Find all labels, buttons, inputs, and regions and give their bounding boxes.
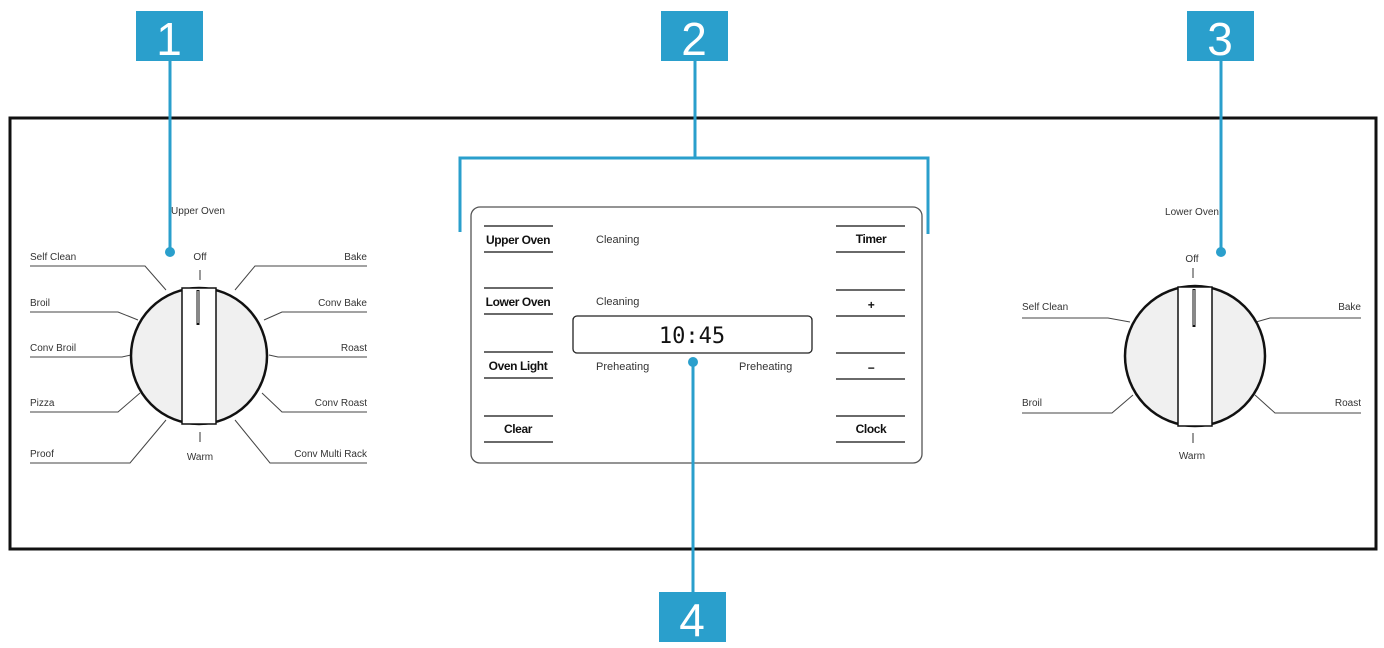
lower-knob-label-broil: Broil (1022, 398, 1042, 409)
upper-knob-label-bake: Bake (344, 252, 367, 263)
lower-knob-label-roast: Roast (1335, 398, 1361, 409)
upper-knob-label-conv-roast: Conv Roast (315, 398, 367, 409)
minus-button-label: − (868, 361, 875, 375)
upper-knob-label-conv-multi-rack: Conv Multi Rack (294, 449, 368, 460)
plus-button[interactable]: + (836, 289, 905, 317)
lower-knob-label-bake: Bake (1338, 302, 1361, 313)
timer-button-label: Timer (856, 232, 887, 246)
lower-oven-knob-group: Lower Oven Off Warm Self Clean Broil Bak… (1022, 207, 1361, 462)
upper-oven-button-label: Upper Oven (486, 233, 550, 247)
plus-button-label: + (868, 298, 875, 312)
upper-knob-off-label: Off (193, 252, 206, 263)
upper-oven-status: Cleaning (596, 234, 639, 246)
callout-badge-3-label: 3 (1207, 13, 1233, 65)
clear-button[interactable]: Clear (484, 415, 553, 443)
callout-badge-4-label: 4 (679, 594, 705, 646)
oven-light-button[interactable]: Oven Light (484, 351, 553, 379)
time-display (572, 315, 813, 354)
oven-light-button-label: Oven Light (489, 359, 548, 373)
clear-button-label: Clear (504, 422, 533, 436)
lower-knob-warm-label: Warm (1179, 451, 1205, 462)
callout-badge-2-label: 2 (681, 13, 707, 65)
clock-button-label: Clock (856, 422, 887, 436)
upper-knob-label-broil: Broil (30, 298, 50, 309)
lower-knob-label-self-clean: Self Clean (1022, 302, 1068, 313)
callout-badge-1: 1 (136, 11, 203, 65)
upper-knob-warm-label: Warm (187, 452, 213, 463)
minus-button[interactable]: − (836, 352, 905, 380)
upper-knob-label-roast: Roast (341, 343, 367, 354)
clock-button[interactable]: Clock (836, 415, 905, 443)
upper-knob-label-self-clean: Self Clean (30, 252, 76, 263)
callout-badge-2: 2 (661, 11, 728, 65)
upper-oven-knob-title: Upper Oven (171, 206, 225, 217)
callout-badge-1-label: 1 (156, 13, 182, 65)
lower-oven-status: Cleaning (596, 296, 639, 308)
upper-knob-label-conv-bake: Conv Bake (318, 298, 367, 309)
callout-leaders (168, 58, 1223, 596)
callout-dots (165, 247, 1226, 367)
preheat-status-right: Preheating (739, 361, 792, 373)
preheat-status-left: Preheating (596, 361, 649, 373)
callout-badge-4: 4 (659, 592, 726, 646)
control-pad: Upper Oven Lower Oven Oven Light Clear T… (470, 206, 923, 464)
timer-button[interactable]: Timer (836, 225, 905, 253)
upper-knob-label-proof: Proof (30, 449, 54, 460)
lower-oven-knob-title: Lower Oven (1165, 207, 1219, 218)
upper-knob-label-conv-broil: Conv Broil (30, 343, 76, 354)
callout-badge-3: 3 (1187, 11, 1254, 65)
time-display-value: 10:45 (659, 324, 725, 349)
upper-knob-label-pizza: Pizza (30, 398, 55, 409)
upper-oven-knob-group: Upper Oven Off Warm Self Clean Broil Con… (30, 206, 368, 464)
lower-knob-off-label: Off (1185, 254, 1198, 265)
upper-oven-button[interactable]: Upper Oven (484, 225, 553, 253)
lower-oven-button-label: Lower Oven (486, 295, 551, 309)
lower-oven-button[interactable]: Lower Oven (484, 287, 553, 315)
